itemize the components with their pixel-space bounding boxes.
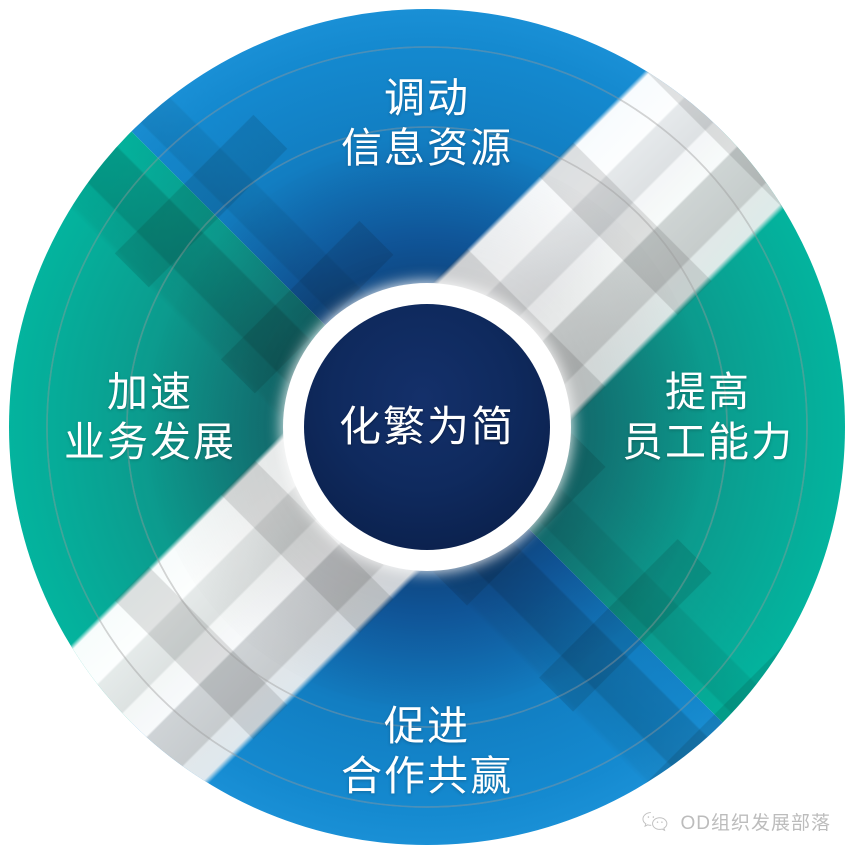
center-label: 化繁为简: [338, 403, 515, 450]
quadrant-label-top-line1: 调动: [384, 75, 470, 121]
quadrant-label-top[interactable]: 调动 信息资源: [9, 73, 845, 173]
quadrant-label-left-line1: 加速: [107, 369, 193, 415]
quadrant-label-right-line1: 提高: [665, 369, 751, 415]
quadrant-label-right-line2: 员工能力: [622, 419, 794, 466]
watermark: OD组织发展部落: [641, 808, 831, 835]
quadrant-label-bottom-line1: 促进: [384, 703, 470, 749]
quadrant-label-left-line2: 业务发展: [64, 419, 236, 466]
quadrant-label-right[interactable]: 提高 员工能力: [585, 367, 831, 467]
wechat-icon: [642, 811, 668, 831]
quadrant-label-bottom-line2: 合作共赢: [341, 753, 513, 800]
quadrant-label-bottom[interactable]: 促进 合作共赢: [9, 701, 845, 801]
center-hub: 化繁为简: [304, 304, 550, 550]
arc-lines: [9, 9, 808, 808]
quadrant-label-left[interactable]: 加速 业务发展: [27, 367, 273, 467]
quadrant-label-top-line2: 信息资源: [341, 125, 513, 172]
quadrant-circle: 化繁为简 调动 信息资源 提高 员工能力 促进 合作共赢 加速 业务发展: [9, 9, 845, 845]
watermark-text: OD组织发展部落: [680, 813, 831, 834]
